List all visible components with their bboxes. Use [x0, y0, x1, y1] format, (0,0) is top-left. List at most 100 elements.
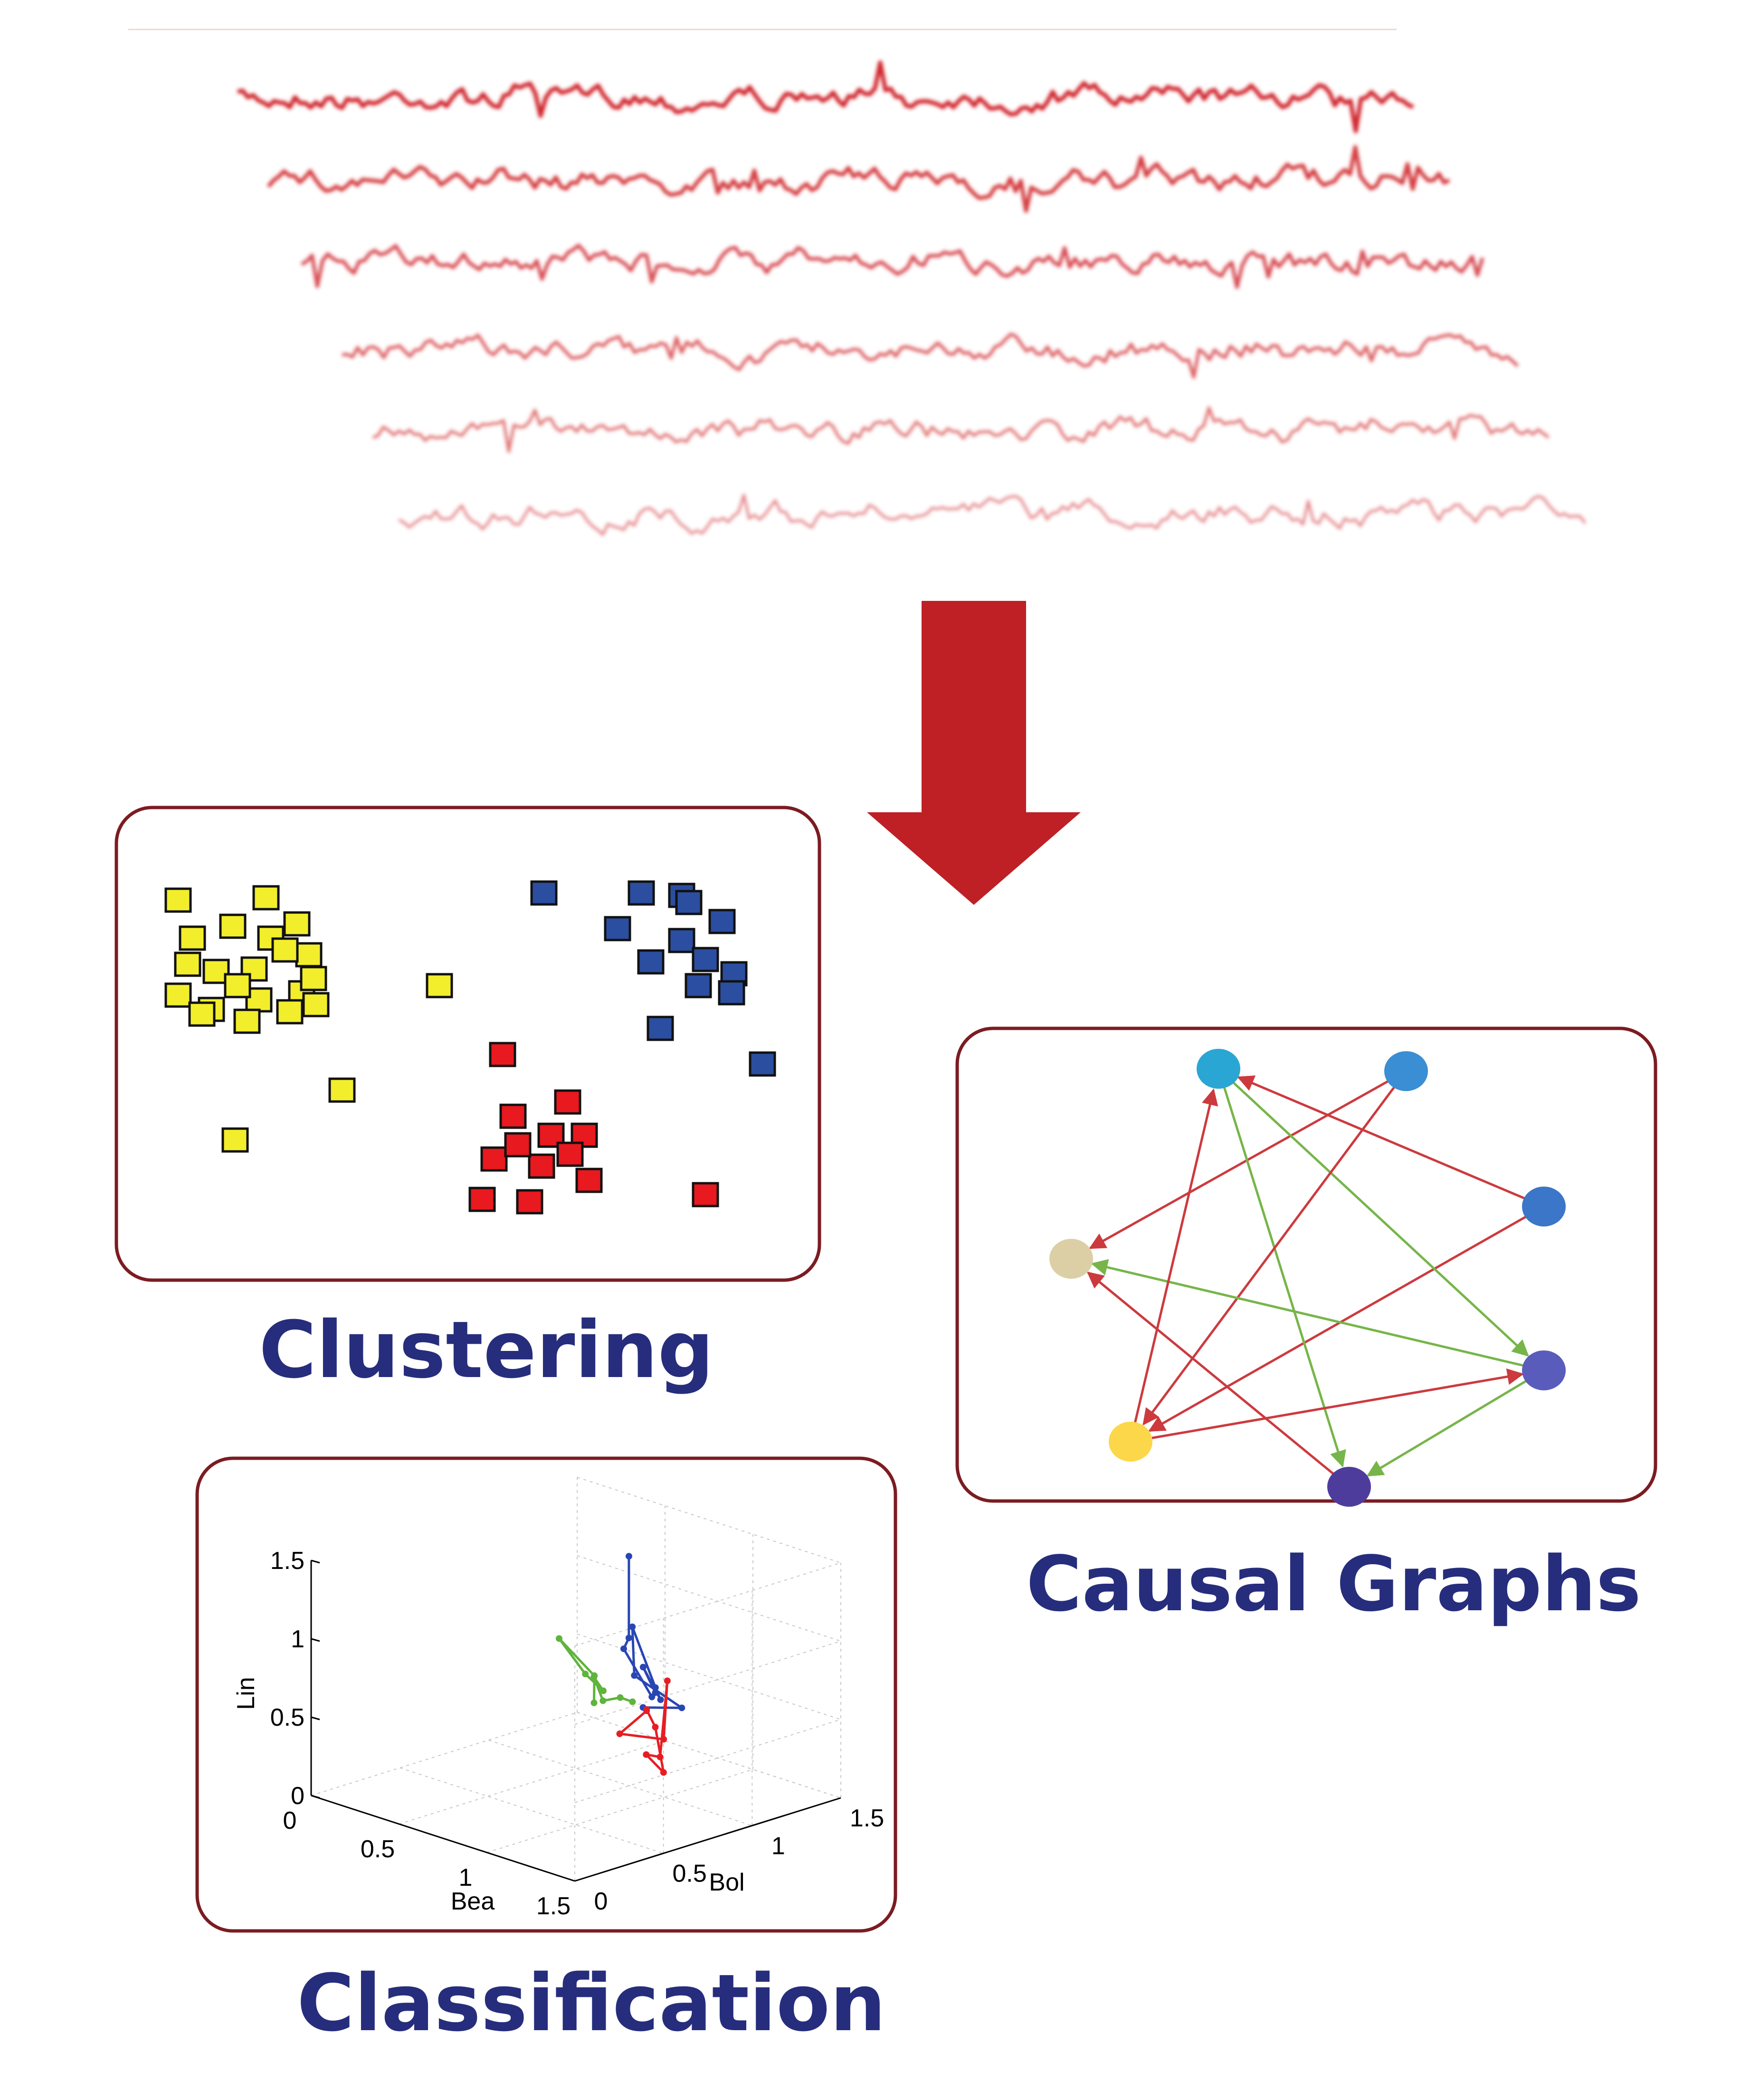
signal-trace	[398, 494, 1587, 536]
cluster-square-blue	[708, 909, 736, 934]
causal-edge	[1237, 1075, 1526, 1200]
series-point	[600, 1687, 607, 1694]
series-point	[652, 1689, 659, 1696]
cluster-square-yellow	[283, 911, 311, 937]
classification-panel	[195, 1456, 897, 1933]
series-point	[629, 1698, 636, 1705]
cluster-square-red	[556, 1141, 584, 1167]
x-tick-label: 1.5	[536, 1892, 571, 1920]
z-tick-label: 1	[291, 1625, 304, 1653]
cluster-square-red	[499, 1103, 527, 1129]
cluster-square-yellow	[164, 887, 192, 913]
series-point	[582, 1671, 589, 1678]
cluster-square-blue	[647, 1016, 674, 1041]
cluster-square-yellow	[426, 973, 453, 998]
cluster-square-blue	[628, 880, 655, 906]
series-point	[657, 1696, 664, 1703]
signal-trace	[301, 244, 1484, 289]
causal-node	[1197, 1049, 1240, 1089]
cluster-square-red	[537, 1122, 565, 1148]
cluster-square-red	[489, 1042, 516, 1067]
series-point	[616, 1730, 623, 1737]
cluster-square-yellow	[276, 999, 304, 1025]
cluster-squares	[164, 880, 776, 1215]
cluster-square-blue	[749, 1051, 776, 1077]
series-point	[625, 1634, 632, 1642]
classification-3d-plot: Lin Bea Bol 00.511.500.511.51.510.50	[232, 1477, 884, 1920]
causal-edge	[1232, 1081, 1529, 1357]
series-point	[599, 1697, 607, 1704]
cluster-square-red	[575, 1168, 603, 1193]
cluster-square-red	[528, 1153, 555, 1179]
cluster-square-yellow	[271, 937, 299, 963]
causal-edge	[1091, 1259, 1525, 1367]
cluster-square-yellow	[188, 1001, 216, 1027]
causal-edge	[1148, 1215, 1527, 1432]
cluster-square-yellow	[202, 959, 230, 984]
cluster-square-blue	[685, 973, 712, 998]
cluster-square-yellow	[302, 992, 330, 1017]
cluster-square-yellow	[295, 942, 323, 968]
cluster-square-yellow	[164, 982, 192, 1008]
causal-node	[1384, 1051, 1428, 1091]
clustering-panel	[114, 806, 821, 1282]
cluster-square-blue	[675, 890, 703, 915]
cluster-square-yellow	[233, 1008, 261, 1034]
series-point	[625, 1553, 632, 1560]
cluster-square-red	[554, 1089, 581, 1115]
causal-node	[1109, 1422, 1152, 1462]
y-tick-label: 1.5	[850, 1805, 884, 1832]
causal-graph-panel	[955, 1026, 1657, 1503]
cluster-square-red	[504, 1132, 532, 1158]
cluster-square-blue	[604, 916, 631, 941]
cluster-square-yellow	[300, 966, 327, 991]
down-arrow-icon	[867, 601, 1081, 905]
series-point	[643, 1751, 650, 1758]
cluster-square-yellow	[224, 973, 251, 998]
z-tick-label: 0	[291, 1782, 304, 1810]
signal-traces	[237, 60, 1587, 536]
signal-trace	[372, 406, 1550, 453]
cluster-square-blue	[692, 947, 719, 972]
x-tick-label: 0	[283, 1807, 297, 1834]
axis-line	[311, 1716, 320, 1720]
series-point	[652, 1724, 659, 1730]
cluster-square-red	[516, 1189, 543, 1215]
signal-trace	[237, 60, 1414, 133]
series-point	[660, 1769, 667, 1776]
series-point	[678, 1704, 685, 1711]
causal-graph	[1049, 1049, 1566, 1507]
causal-node	[1327, 1467, 1371, 1507]
series-point	[617, 1694, 624, 1701]
x-axis-label: Bea	[451, 1888, 495, 1915]
cluster-square-yellow	[252, 885, 280, 911]
series-point	[556, 1635, 562, 1642]
causal-edge	[1089, 1080, 1389, 1249]
series-point	[660, 1736, 667, 1743]
causal-edge	[1142, 1086, 1395, 1425]
causal-node	[1522, 1350, 1566, 1390]
y-tick-label: 1	[771, 1832, 785, 1860]
z-tick-label: 1.5	[270, 1547, 304, 1575]
cluster-square-red	[480, 1146, 508, 1172]
series-point	[652, 1684, 659, 1691]
cluster-square-red	[692, 1182, 719, 1207]
classification-label: Classification	[297, 1957, 886, 2049]
x-tick-label: 1	[459, 1864, 473, 1891]
axis-line	[311, 1559, 320, 1564]
z-axis-label: Lin	[232, 1677, 260, 1710]
axis-line	[311, 1638, 320, 1642]
cluster-square-yellow	[328, 1077, 356, 1103]
cluster-square-red	[468, 1187, 496, 1212]
cluster-square-yellow	[179, 925, 206, 951]
series-point	[620, 1645, 627, 1653]
clustering-label: Clustering	[259, 1304, 714, 1396]
causal-graphs-label: Causal Graphs	[1026, 1539, 1641, 1628]
causal-edge	[1366, 1379, 1528, 1477]
series-point	[639, 1663, 647, 1671]
cluster-square-blue	[668, 928, 695, 953]
causal-node	[1522, 1187, 1566, 1226]
axis-line	[311, 1795, 320, 1799]
causal-node	[1049, 1239, 1093, 1279]
